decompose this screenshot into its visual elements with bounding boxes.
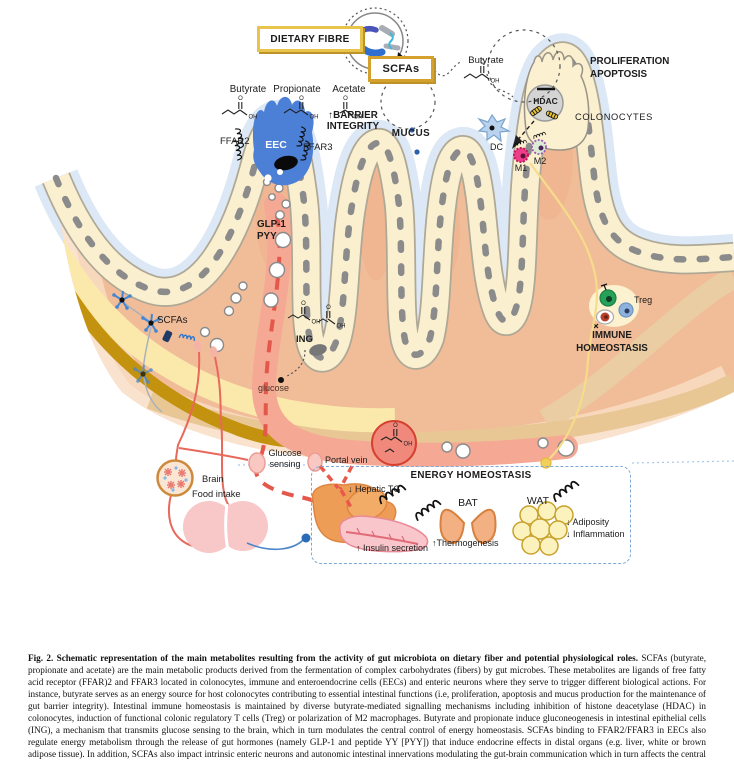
- diagram-art: O OH: [34, 7, 734, 556]
- pyy-line: PYY: [257, 231, 277, 243]
- pancreas-icon: [339, 515, 429, 553]
- glucose-dot: [278, 377, 284, 383]
- acetate-label: Acetate: [332, 84, 366, 95]
- enteric-ganglion-icon: [156, 459, 194, 497]
- portal-vein-label: Portal vein: [325, 455, 368, 465]
- acetate-structure-icon: [339, 95, 364, 122]
- energy-homeostasis-box: [311, 466, 631, 564]
- colonocyte-cell-icon: [523, 51, 590, 151]
- caption-lead: Fig. 2. Schematic representation of the …: [28, 653, 638, 664]
- treg-cluster-icon: [589, 283, 639, 329]
- m1-macrophage-icon: [513, 139, 529, 163]
- wat-label: WAT: [526, 495, 550, 507]
- apoptosis-line: APOPTOSIS: [590, 69, 647, 81]
- ffar2-label: FFAR2: [220, 136, 250, 147]
- ffar3-label: FFAR3: [303, 142, 333, 153]
- butyrate-label: Butyrate: [229, 84, 267, 95]
- butyrate-structure-icon: [221, 95, 259, 122]
- dietary-fibre-label: DIETARY FIBRE: [270, 33, 350, 45]
- m2-label: M2: [533, 156, 547, 166]
- caption-body: SCFAs (butyrate, propionate and acetate)…: [28, 653, 706, 762]
- mucus-label: MUCUS: [391, 128, 431, 139]
- portal-scfa-circle-icon: [371, 420, 417, 466]
- dietary-fibre-box: DIETARY FIBRE: [257, 26, 363, 52]
- wat-icon: [512, 501, 574, 556]
- barrier-integrity-label: ↑BARRIER INTEGRITY: [322, 110, 384, 133]
- proliferation-apoptosis-label: PROLIFERATION APOPTOSIS: [590, 55, 669, 81]
- bat-label: BAT: [458, 497, 478, 509]
- dendritic-cell-icon: [477, 113, 512, 143]
- blue-node: [301, 533, 311, 543]
- dc-label: DC: [490, 142, 503, 152]
- mucus-dot: [409, 127, 415, 133]
- hdac-label: HDAC: [533, 96, 558, 106]
- butyrate-right-label: Butyrate: [468, 55, 504, 66]
- immune-homeostasis-label: IMMUNE HOMEOSTASIS: [572, 330, 652, 355]
- adiposity-label: ↓ Adiposity: [566, 517, 610, 527]
- mucus-dot: [414, 149, 420, 155]
- m1-label: M1: [514, 163, 528, 173]
- brain-icon: [183, 501, 268, 553]
- ing-label: ING: [296, 334, 313, 345]
- glp1-line: GLP-1: [257, 219, 286, 230]
- m2-macrophage-icon: [531, 131, 547, 155]
- immune-line1: IMMUNE: [592, 330, 632, 341]
- portal-vein-vessel: [252, 193, 578, 467]
- blue-connector-line: [246, 539, 304, 551]
- portal-flow-dashed: [254, 214, 334, 514]
- chromosome-icon: [530, 106, 542, 116]
- scfas-label: SCFAs: [382, 63, 420, 75]
- glucose-label: glucose: [258, 383, 290, 393]
- eec-cell-icon: [232, 96, 314, 186]
- food-intake-label: Food intake: [192, 489, 241, 499]
- immune-connector-line: [529, 162, 598, 462]
- treg-label: Treg: [634, 295, 653, 305]
- lumen-scfa-structures-icon: [287, 300, 347, 331]
- portal-branches-dashed: [318, 464, 354, 510]
- enteric-neuron-network: [111, 290, 218, 413]
- barrier-line1: ↑BARRIER: [328, 110, 378, 121]
- propionate-label: Propionate: [273, 84, 321, 95]
- butyrate-structure-icon: [463, 59, 501, 86]
- thermogenesis-label: ↑Thermogenesis: [432, 538, 499, 548]
- yellow-node: [540, 457, 552, 469]
- figure-canvas: O OH: [34, 7, 734, 564]
- insulin-secretion-label: ↑ Insulin secretion: [356, 543, 429, 553]
- glucose-sensing-line1: Glucose: [268, 448, 302, 458]
- energy-homeostasis-title: ENERGY HOMEOSTASIS: [410, 470, 532, 481]
- colonocytes-label: COLONOCYTES: [575, 112, 653, 122]
- proliferation-line: PROLIFERATION: [590, 56, 670, 67]
- bat-icon: [439, 508, 497, 545]
- immune-line2: HOMEOSTASIS: [576, 342, 648, 354]
- barrier-line2: INTEGRITY: [326, 121, 380, 133]
- scfas-box: SCFAs: [368, 56, 434, 82]
- propionate-structure-icon: [283, 95, 320, 122]
- glucose-sensing-label: Glucose sensing: [262, 448, 308, 471]
- figure-caption: Fig. 2. Schematic representation of the …: [28, 653, 706, 762]
- eec-label: EEC: [265, 139, 287, 151]
- inflammation-label: ↓ Inflammation: [566, 529, 625, 539]
- chromosome-icon: [545, 110, 559, 120]
- scfas-neurons-label: SCFAs: [157, 315, 188, 326]
- glucose-sensing-node: [248, 452, 266, 474]
- brain-label: Brain: [202, 474, 224, 484]
- hepatic-tg-label: ↓ Hepatic TG: [348, 484, 401, 494]
- glp1-pyy-label: GLP-1 PYY: [257, 219, 286, 243]
- glucose-sensing-line2: sensing: [269, 459, 301, 470]
